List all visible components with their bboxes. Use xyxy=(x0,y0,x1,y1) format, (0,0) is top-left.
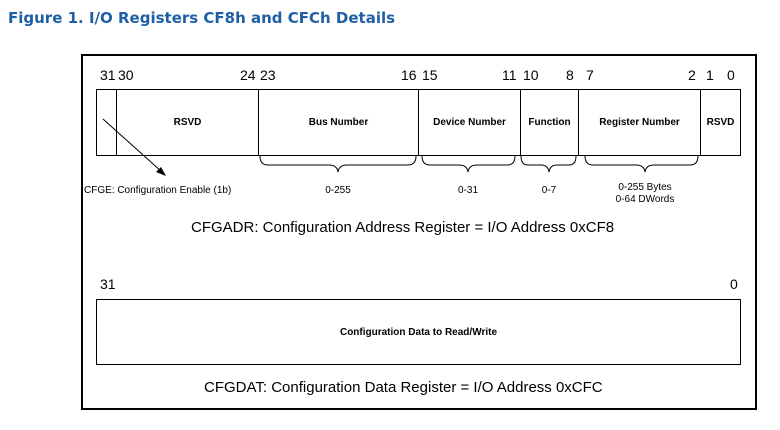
cfgdat-register: Configuration Data to Read/Write xyxy=(96,299,741,365)
bit-label-7: 7 xyxy=(586,67,594,83)
bit-label-2: 2 xyxy=(688,67,696,83)
cfgadr-caption: CFGADR: Configuration Address Register =… xyxy=(191,219,615,236)
field-cfge xyxy=(97,90,117,155)
cfgdat-bit-label-31: 31 xyxy=(100,276,116,292)
field-rsvd-high: RSVD xyxy=(117,90,259,155)
cfgdat-bit-label-0: 0 xyxy=(730,276,738,292)
field-device-number: Device Number xyxy=(419,90,521,155)
field-register-number: Register Number xyxy=(579,90,701,155)
cfgadr-register: RSVD Bus Number Device Number Function R… xyxy=(96,89,741,156)
bit-label-8: 8 xyxy=(566,67,574,83)
bit-label-15: 15 xyxy=(422,67,438,83)
range-register-bytes: 0-255 Bytes xyxy=(618,182,672,193)
bit-label-16: 16 xyxy=(401,67,417,83)
cfge-note: CFGE: Configuration Enable (1b) xyxy=(84,185,232,196)
range-register: 0-255 Bytes 0-64 DWords xyxy=(600,182,690,206)
field-configuration-data: Configuration Data to Read/Write xyxy=(339,326,498,338)
field-bus-number: Bus Number xyxy=(259,90,419,155)
range-bus: 0-255 xyxy=(325,185,351,196)
figure-title: Figure 1. I/O Registers CF8h and CFCh De… xyxy=(8,9,396,27)
bit-label-0: 0 xyxy=(727,67,735,83)
bit-label-1: 1 xyxy=(706,67,714,83)
brace-bus xyxy=(259,155,417,173)
cfge-arrow-head xyxy=(156,167,166,176)
bit-label-30: 30 xyxy=(118,67,134,83)
range-register-dwords: 0-64 DWords xyxy=(615,194,675,205)
cfge-arrow-line xyxy=(102,118,163,173)
bit-label-10: 10 xyxy=(523,67,539,83)
bit-label-11: 11 xyxy=(502,67,517,83)
diagram-frame xyxy=(81,54,757,410)
bit-label-31: 31 xyxy=(100,67,116,83)
field-rsvd-low: RSVD xyxy=(706,117,735,128)
brace-device xyxy=(421,155,516,173)
brace-function xyxy=(520,155,577,173)
bit-label-24: 24 xyxy=(240,67,256,83)
range-function: 0-7 xyxy=(541,185,557,196)
brace-register xyxy=(584,155,699,173)
bit-label-23: 23 xyxy=(260,67,276,83)
range-device: 0-31 xyxy=(457,185,478,196)
cfgdat-caption: CFGDAT: Configuration Data Register = I/… xyxy=(204,379,603,396)
field-function: Function xyxy=(521,90,579,155)
